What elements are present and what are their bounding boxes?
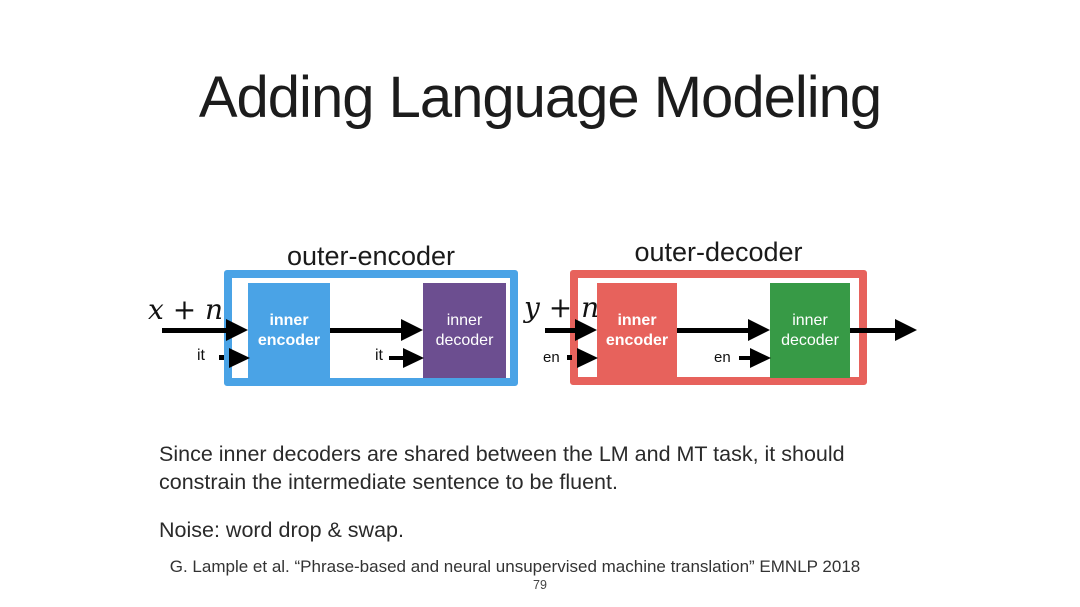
arrow-innerenc-innerdec-mt-line [677, 328, 750, 333]
token-label-en-2: en [714, 349, 731, 366]
token-label-it-1: it [197, 347, 205, 364]
arrow-input-encoder-head [226, 319, 248, 341]
token-arrow-it-1-dot [219, 355, 224, 360]
inner-decoder-box-lm: inner decoder [423, 283, 506, 378]
outer-decoder-label: outer-decoder [634, 237, 803, 267]
arrow-input-encoder-line [162, 328, 226, 333]
citation: G. Lample et al. “Phrase-based and neura… [169, 557, 861, 576]
arrow-output-line [850, 328, 897, 333]
token-arrow-en-1-head [577, 348, 598, 368]
noise-text: Noise: word drop & swap. [159, 518, 404, 542]
arrow-input-decoder-line [545, 328, 579, 333]
token-arrow-it-2-head [403, 348, 424, 368]
body-text: Since inner decoders are shared between … [159, 442, 845, 494]
token-arrow-en-2-line [739, 356, 753, 360]
arrow-innerenc-innerdec-mt-head [748, 319, 770, 341]
token-arrow-it-1-head [229, 348, 250, 368]
page-number: 79 [533, 578, 547, 592]
input-label-y-plus-n: y + n [524, 291, 600, 324]
arrow-innerenc-innerdec-lm-head [401, 319, 423, 341]
input-label-x-plus-n: x + n [148, 293, 224, 326]
token-label-en-1: en [543, 349, 560, 366]
inner-decoder-box-mt: inner decoder [770, 283, 850, 378]
arrow-innerenc-innerdec-lm-line [330, 328, 404, 333]
page-title: Adding Language Modeling [198, 65, 882, 130]
inner-encoder-box-lm: inner encoder [248, 283, 330, 378]
token-arrow-en-2-head [750, 348, 771, 368]
inner-encoder-box-mt: inner encoder [597, 283, 677, 378]
token-label-it-2: it [375, 347, 383, 364]
outer-encoder-label: outer-encoder [286, 241, 456, 271]
arrow-output-head [895, 319, 917, 341]
token-arrow-it-2-line [389, 356, 405, 360]
token-arrow-en-1-dot [567, 355, 572, 360]
arrow-input-decoder-head [575, 319, 597, 341]
